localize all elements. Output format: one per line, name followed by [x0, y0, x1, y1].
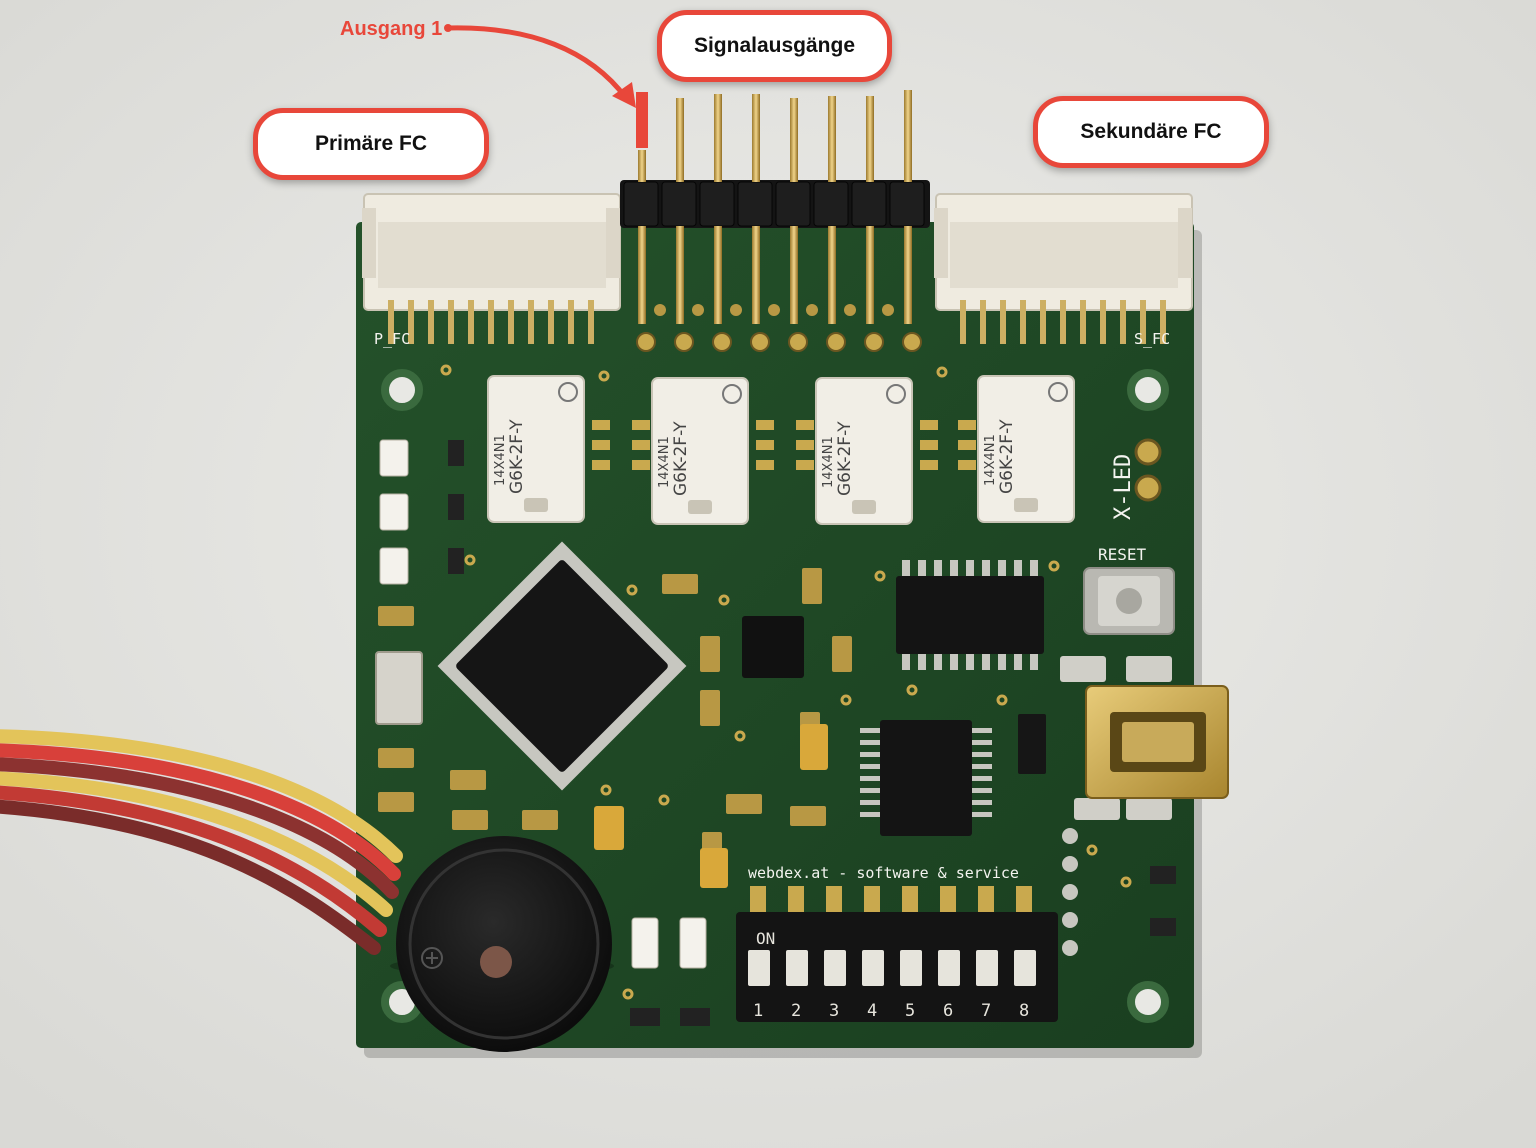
buzzer [390, 836, 614, 1052]
ssop-chip [860, 720, 992, 836]
dip-number: 8 [1019, 1001, 1029, 1021]
label-s-fc: S_FC [1134, 330, 1170, 348]
dip-number: 4 [867, 1001, 877, 1021]
side-leds [379, 439, 464, 585]
dip-number: 6 [943, 1001, 953, 1021]
servo-cable [0, 729, 403, 955]
dip-number: 5 [905, 1001, 915, 1021]
label-p-fc: P_FC [374, 330, 410, 348]
reset-button: RESET [1083, 545, 1175, 635]
callout-signal-outputs: Signalausgänge [657, 10, 892, 82]
relay-text: 14X4N1 [493, 434, 508, 486]
dip-switch: ON 1 2 3 4 5 6 7 8 [736, 886, 1058, 1022]
label-x-led: X-LED [1111, 454, 1136, 520]
connector-primary [362, 193, 621, 344]
dip-number: 2 [791, 1001, 801, 1021]
relay-text: G6K-2F-Y [835, 421, 855, 496]
output1-marker [636, 92, 648, 148]
vendor-text: webdex.at - software & service [748, 864, 1019, 882]
relay-text: G6K-2F-Y [671, 421, 691, 496]
relay-text: 14X4N1 [821, 436, 836, 488]
callout-secondary-fc: Sekundäre FC [1033, 96, 1269, 168]
relay-text: G6K-2F-Y [507, 419, 527, 494]
x-led-pads: X-LED [1111, 438, 1162, 520]
dip-number: 1 [753, 1001, 763, 1021]
relay-text: 14X4N1 [657, 436, 672, 488]
dip-number: 7 [981, 1001, 991, 1021]
bottom-leds [630, 917, 710, 1026]
connector-secondary [934, 193, 1193, 344]
mounting-holes [381, 369, 1169, 1023]
callout-output-1: Ausgang 1 [340, 18, 443, 40]
soic-chip [896, 560, 1044, 670]
crystal [375, 651, 423, 725]
right-pads [1062, 828, 1078, 956]
vias [440, 364, 1132, 1000]
dip-on-label: ON [756, 929, 775, 948]
output1-arrow [445, 25, 629, 101]
callout-primary-fc: Primäre FC [253, 108, 489, 180]
small-caps [378, 568, 852, 868]
tantalum-caps [594, 724, 828, 888]
output1-arrowhead [612, 82, 636, 108]
usb-connector [1060, 656, 1229, 820]
dip-number: 3 [829, 1001, 839, 1021]
diode [1018, 714, 1046, 774]
relays: G6K-2F-Y 14X4N1 G6K-2F-Y 14X4N1 G6K-2F-Y… [487, 375, 1075, 525]
relay-text: G6K-2F-Y [997, 419, 1017, 494]
qfn-chip [742, 616, 804, 678]
relay-text: 14X4N1 [983, 434, 998, 486]
pin-header [620, 90, 930, 352]
right-resistors [1150, 866, 1176, 936]
svg-text:RESET: RESET [1098, 545, 1147, 564]
